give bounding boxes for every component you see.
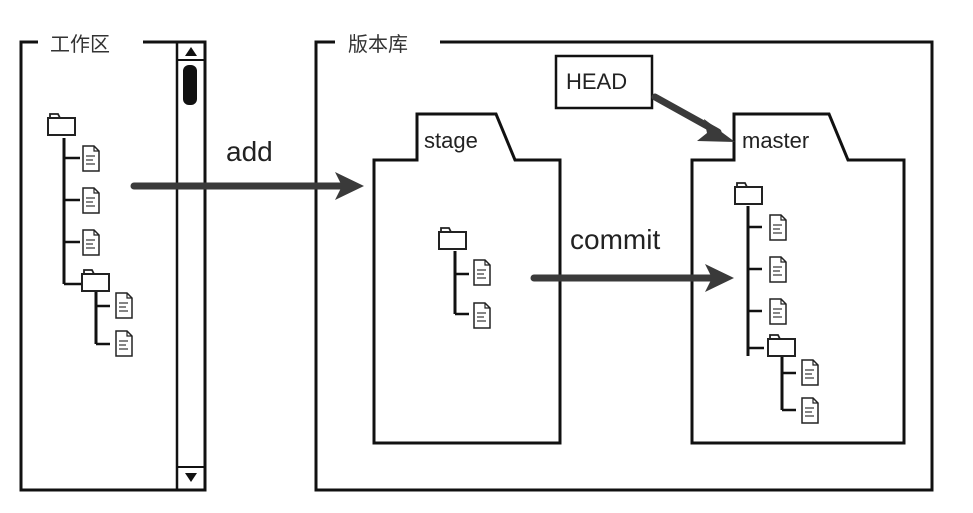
file-icon bbox=[801, 359, 819, 386]
head-label: HEAD bbox=[566, 69, 627, 94]
scrollbar-thumb[interactable] bbox=[183, 65, 197, 105]
file-icon bbox=[82, 145, 100, 172]
folder-icon bbox=[438, 227, 467, 250]
folder-icon bbox=[47, 113, 76, 136]
file-icon bbox=[801, 397, 819, 424]
file-icon bbox=[769, 298, 787, 325]
working-tree bbox=[47, 113, 133, 357]
file-icon bbox=[115, 292, 133, 319]
stage-label: stage bbox=[424, 128, 478, 153]
file-icon bbox=[769, 256, 787, 283]
file-icon bbox=[82, 187, 100, 214]
file-icon bbox=[82, 229, 100, 256]
arrow-head-icon bbox=[335, 172, 364, 200]
head-pointer-arrow bbox=[651, 93, 735, 142]
arrow-head-icon bbox=[697, 119, 735, 142]
add-label: add bbox=[226, 136, 273, 167]
master-branch: master bbox=[690, 112, 906, 445]
scroll-up-arrow-icon[interactable] bbox=[185, 47, 197, 56]
folder-icon bbox=[81, 269, 110, 292]
file-icon bbox=[115, 330, 133, 357]
stage-area: stage bbox=[372, 112, 562, 445]
folder-icon bbox=[767, 334, 796, 357]
add-arrow: add bbox=[130, 136, 364, 200]
scroll-down-arrow-icon[interactable] bbox=[185, 473, 197, 482]
repository-panel: 版本库 HEAD stage master bbox=[314, 32, 934, 492]
repository-title: 版本库 bbox=[348, 32, 408, 56]
commit-arrow: commit bbox=[530, 224, 734, 292]
working-area-panel: 工作区 bbox=[19, 32, 207, 492]
working-area-border bbox=[19, 40, 207, 492]
scrollbar[interactable] bbox=[175, 42, 205, 490]
file-icon bbox=[473, 259, 491, 286]
working-area-title: 工作区 bbox=[50, 32, 110, 56]
file-icon bbox=[473, 302, 491, 329]
folder-icon bbox=[734, 182, 763, 205]
commit-label: commit bbox=[570, 224, 660, 255]
file-icon bbox=[769, 214, 787, 241]
arrow-head-icon bbox=[705, 264, 734, 292]
repository-border bbox=[314, 40, 934, 492]
master-label: master bbox=[742, 128, 809, 153]
head-box bbox=[554, 54, 654, 110]
